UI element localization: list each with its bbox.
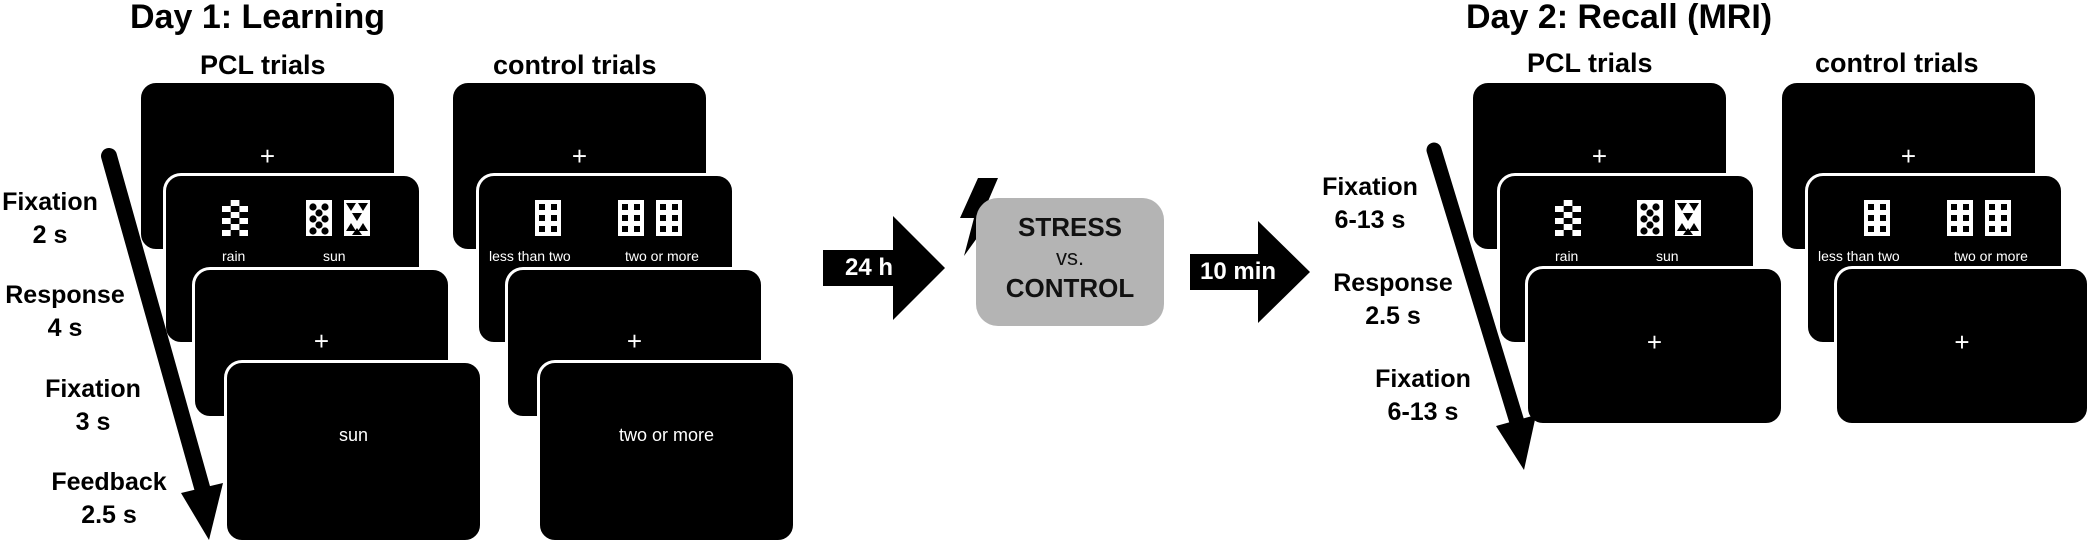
delay-10min-label: 10 min — [1200, 258, 1277, 285]
day2-phase-1: Fixation 6-13 s — [1322, 173, 1418, 234]
stim-label-right: sun — [1656, 248, 1679, 264]
day1-control-title: control trials — [493, 50, 657, 80]
stim-label-right: two or more — [625, 248, 699, 264]
fixation-cross: + — [1954, 327, 1970, 357]
stim-label-left: rain — [222, 248, 246, 264]
squares-card-icon — [618, 200, 644, 236]
stim-label-left: rain — [1555, 248, 1579, 264]
fixation-cross: + — [1900, 141, 1917, 171]
squares-card-icon — [1985, 200, 2011, 236]
day2-phase-2: Response 2.5 s — [1333, 269, 1453, 330]
stim-label-right: sun — [323, 248, 346, 264]
day1-control-feedback-screen: two or more — [537, 360, 796, 543]
control-label: CONTROL — [1005, 273, 1135, 303]
delay-24h-arrow: 24 h — [823, 216, 945, 320]
delay-24h-label: 24 h — [845, 254, 894, 281]
day1-phase-1: Fixation 2 s — [2, 188, 98, 249]
stress-control-box: STRESS vs. CONTROL — [976, 198, 1164, 326]
day1-pcl-feedback-screen: sun — [224, 360, 483, 543]
feedback-text: two or more — [618, 425, 715, 445]
squares-card-icon — [535, 200, 561, 236]
triangles-card-icon — [1675, 200, 1701, 236]
day2-control-title: control trials — [1815, 48, 1979, 78]
day1-phase-4: Feedback 2.5 s — [51, 468, 167, 529]
circles-card-icon — [306, 200, 332, 236]
fixation-cross: + — [259, 141, 276, 171]
fixation-cross: + — [1646, 327, 1663, 357]
circles-card-icon — [1637, 200, 1663, 236]
fixation-cross: + — [571, 141, 588, 171]
day1-pcl-title: PCL trials — [200, 50, 326, 80]
delay-10min-arrow: 10 min — [1190, 221, 1310, 323]
squares-card-icon — [1864, 200, 1890, 236]
day1-phase-3: Fixation 3 s — [45, 375, 141, 436]
squares-card-icon — [656, 200, 682, 236]
checker-card-icon — [222, 200, 248, 236]
triangles-card-icon — [344, 200, 370, 236]
stress-label: STRESS — [1017, 212, 1123, 242]
day2-phase-3: Fixation 6-13 s — [1375, 365, 1471, 426]
day2-pcl-title: PCL trials — [1527, 48, 1653, 78]
day1-phase-2: Response 4 s — [5, 281, 125, 342]
fixation-cross: + — [1591, 141, 1608, 171]
stim-label-left: less than two — [489, 248, 571, 264]
day2-title: Day 2: Recall (MRI) — [1466, 0, 1773, 36]
stim-label-left: less than two — [1818, 248, 1900, 264]
squares-card-icon — [1947, 200, 1973, 236]
day1-title: Day 1: Learning — [130, 0, 386, 36]
versus-label: vs. — [1055, 245, 1085, 270]
fixation-cross: + — [626, 326, 643, 356]
fixation-cross: + — [313, 326, 330, 356]
day2-time-arrow — [1426, 142, 1536, 470]
feedback-text: sun — [338, 425, 369, 445]
day2-control-fixation2-screen: + — [1834, 266, 2090, 426]
stim-label-right: two or more — [1954, 248, 2028, 264]
day2-pcl-fixation2-screen: + — [1525, 266, 1784, 426]
day1-time-arrow — [101, 148, 223, 540]
checker-card-icon — [1555, 200, 1581, 236]
